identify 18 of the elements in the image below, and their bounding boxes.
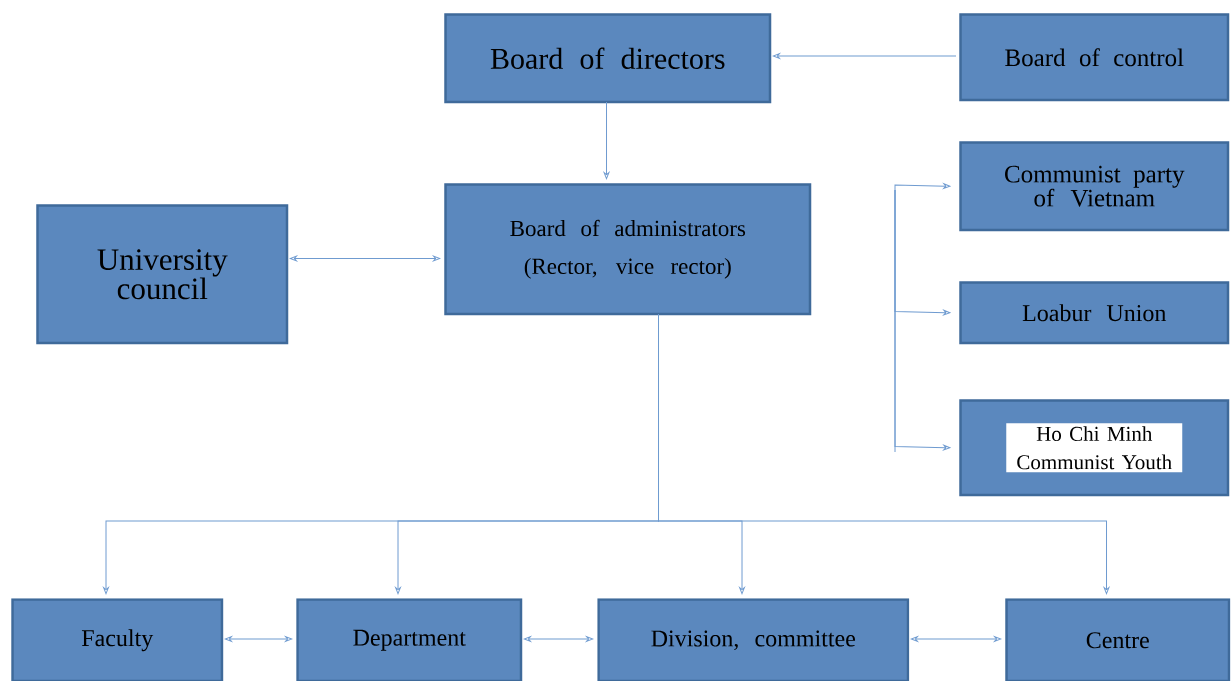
- arrow: [224, 636, 293, 642]
- org-box: Ho Chi Minh Communist Youth: [959, 399, 1230, 497]
- arrow: [910, 636, 1002, 642]
- org-box: Faculty: [11, 598, 224, 681]
- org-box: Board of control: [959, 13, 1230, 102]
- org-box: Division, committee: [597, 598, 910, 681]
- org-box: Loabur Union: [959, 281, 1230, 345]
- arrow: [603, 101, 610, 180]
- org-box: Communist party of Vietnam: [959, 141, 1230, 232]
- org-box: University council: [36, 204, 289, 345]
- arrow: [772, 53, 957, 59]
- arrow: [658, 313, 1110, 595]
- org-box: Centre: [1005, 598, 1231, 681]
- org-box: Department: [296, 598, 523, 681]
- arrow: [289, 255, 441, 262]
- arrow: [523, 636, 594, 642]
- org-box: Board of directors: [444, 13, 772, 104]
- org-box: Board of administrators (Rector, vice rector): [444, 183, 812, 316]
